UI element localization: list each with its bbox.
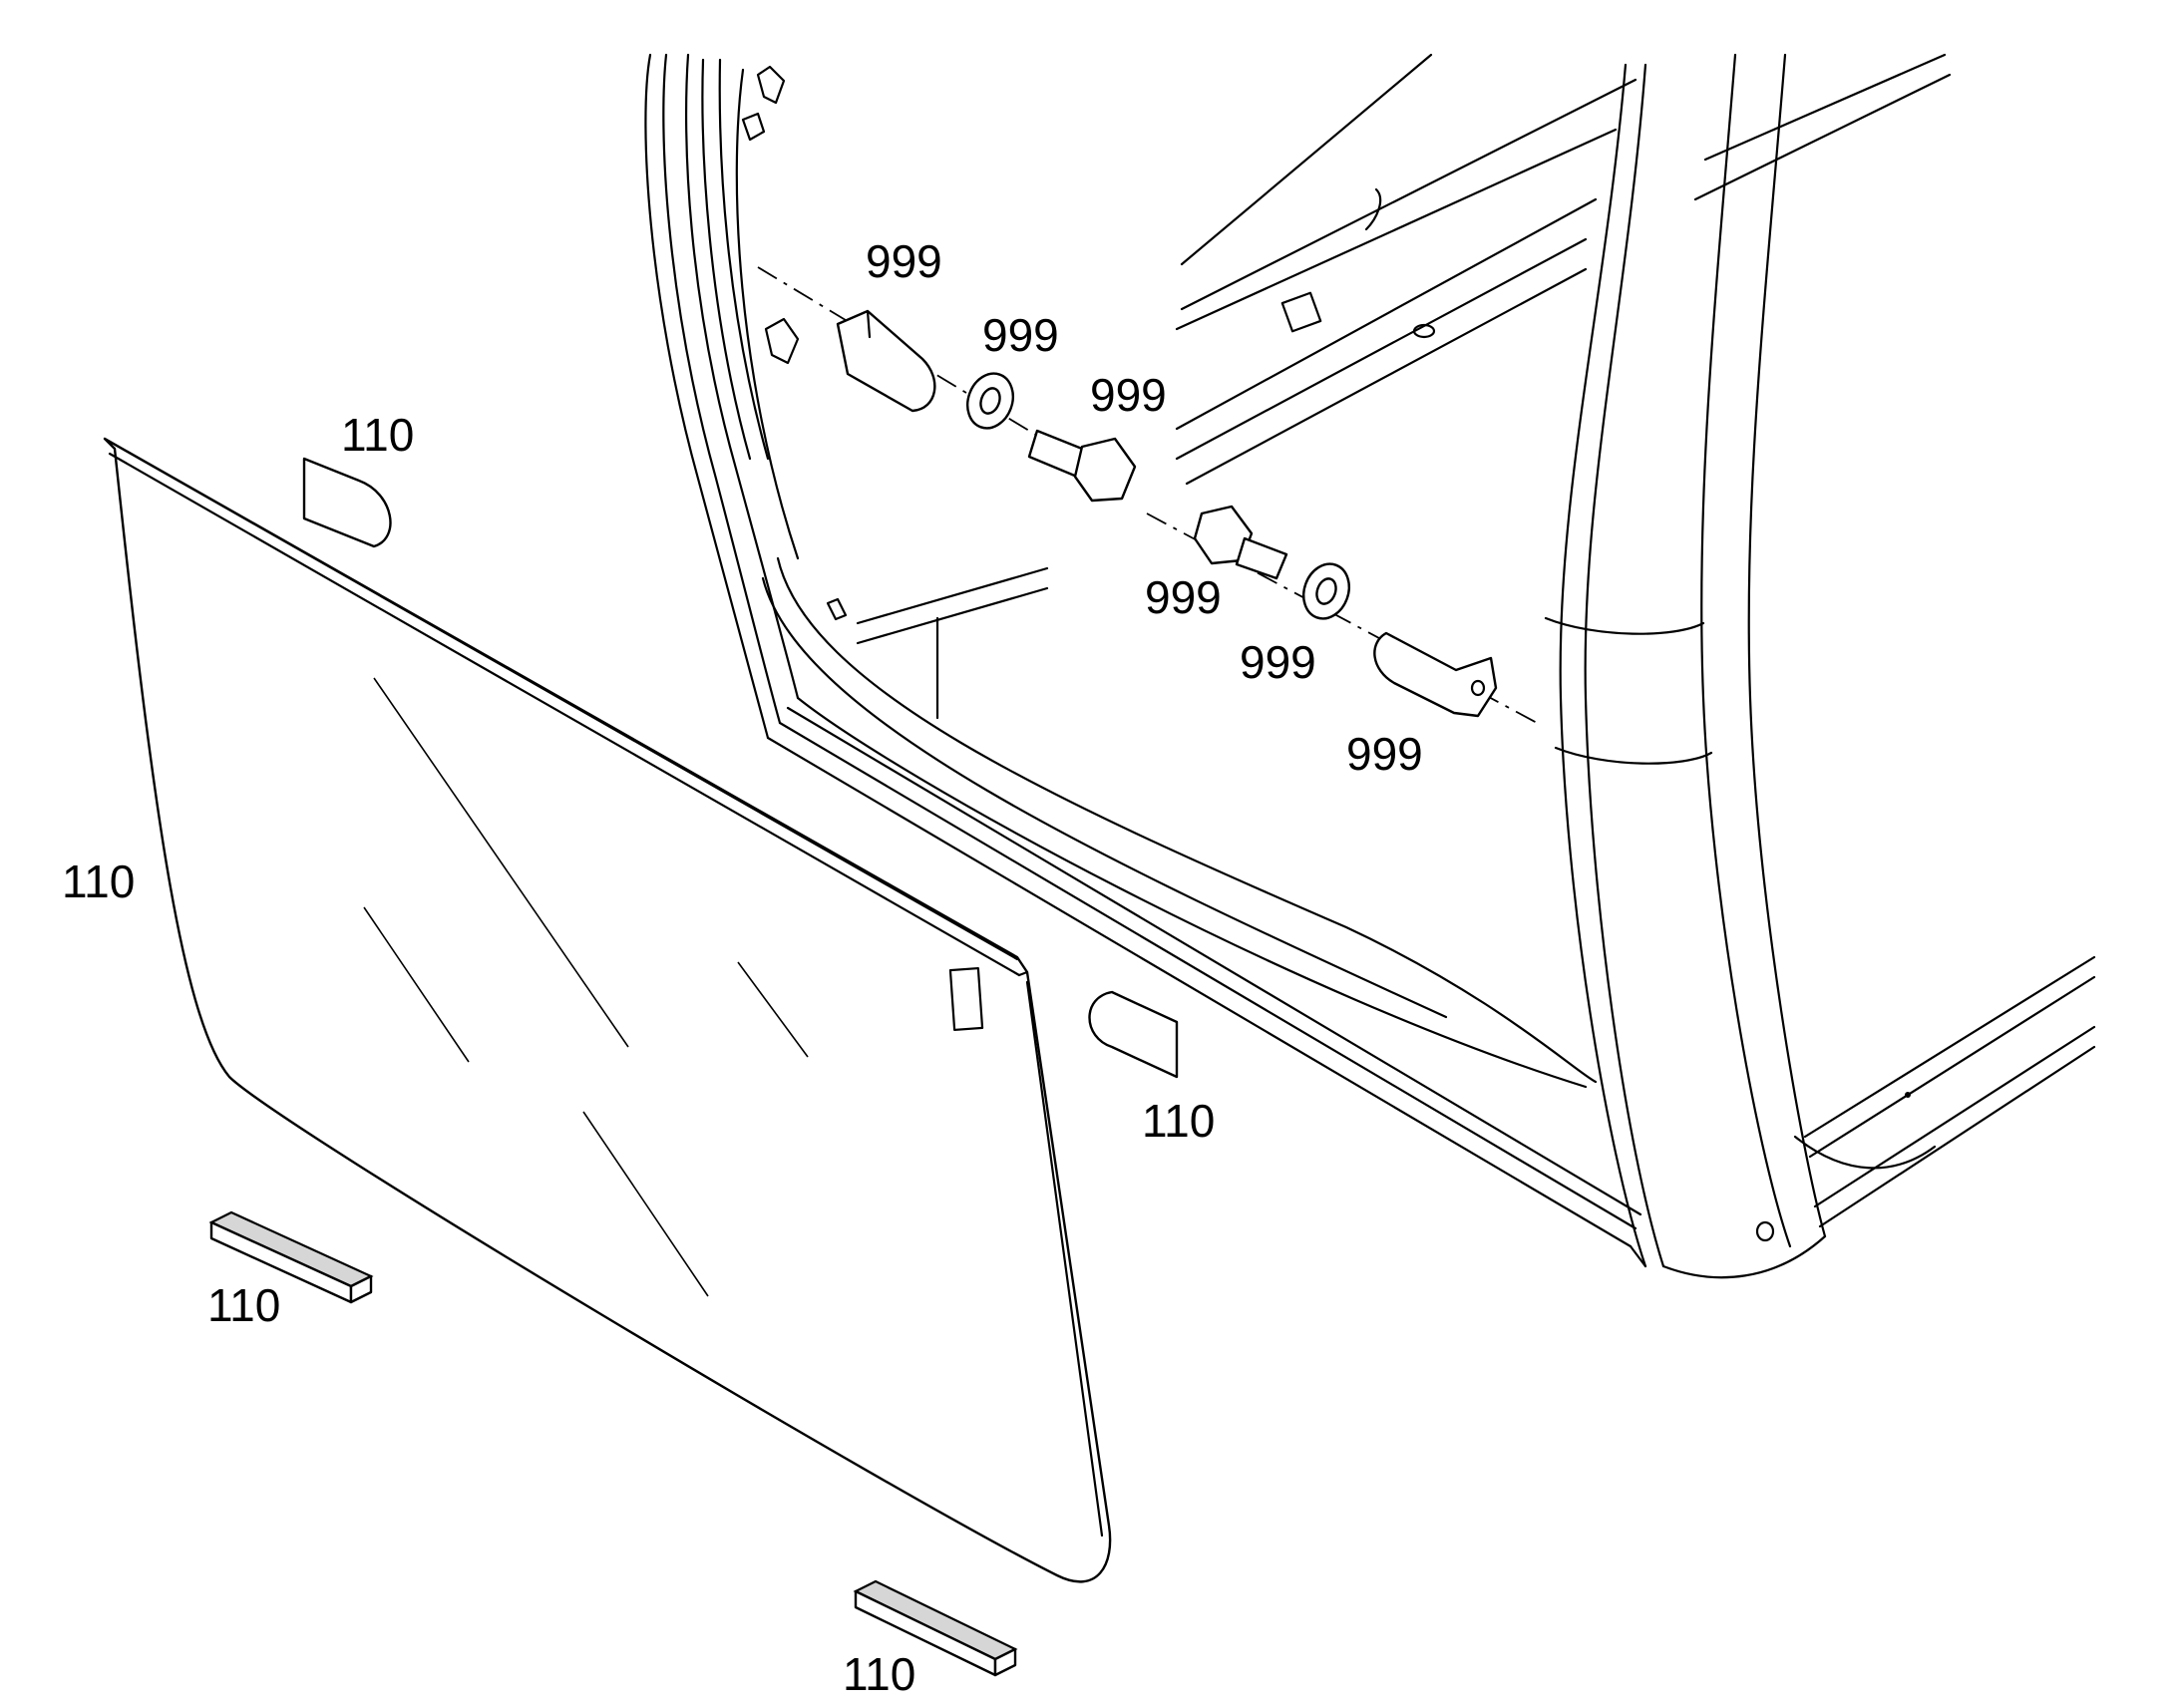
callout-lower-bolt: 999 (1145, 571, 1222, 623)
upper-washer (966, 372, 1014, 430)
glass-top-pad (302, 457, 392, 548)
bottom-setting-block (853, 1579, 1018, 1677)
lower-mounting-bracket (1373, 631, 1498, 718)
lower-bolt (1193, 505, 1288, 580)
callout-lower-washer: 999 (1240, 636, 1316, 688)
callout-bottom-block: 110 (843, 1648, 915, 1700)
upper-mounting-bracket (836, 309, 936, 413)
left-setting-block (208, 1210, 374, 1304)
callout-upper-bracket: 999 (866, 235, 942, 287)
callout-lower-bracket: 999 (1346, 728, 1423, 780)
cab-door-frame (644, 53, 2096, 1279)
lower-washer (1302, 562, 1350, 620)
glass-right-pad (1088, 990, 1179, 1079)
door-glass-pane (103, 437, 1112, 1583)
callout-glass-right-pad: 110 (1142, 1095, 1215, 1147)
callout-glass-pane: 110 (62, 855, 135, 907)
callout-glass-top-pad: 110 (341, 409, 414, 461)
upper-bolt (1027, 429, 1137, 503)
callout-upper-washer: 999 (982, 309, 1059, 361)
callout-upper-bolt: 999 (1090, 369, 1167, 421)
callout-left-block: 110 (207, 1279, 280, 1331)
